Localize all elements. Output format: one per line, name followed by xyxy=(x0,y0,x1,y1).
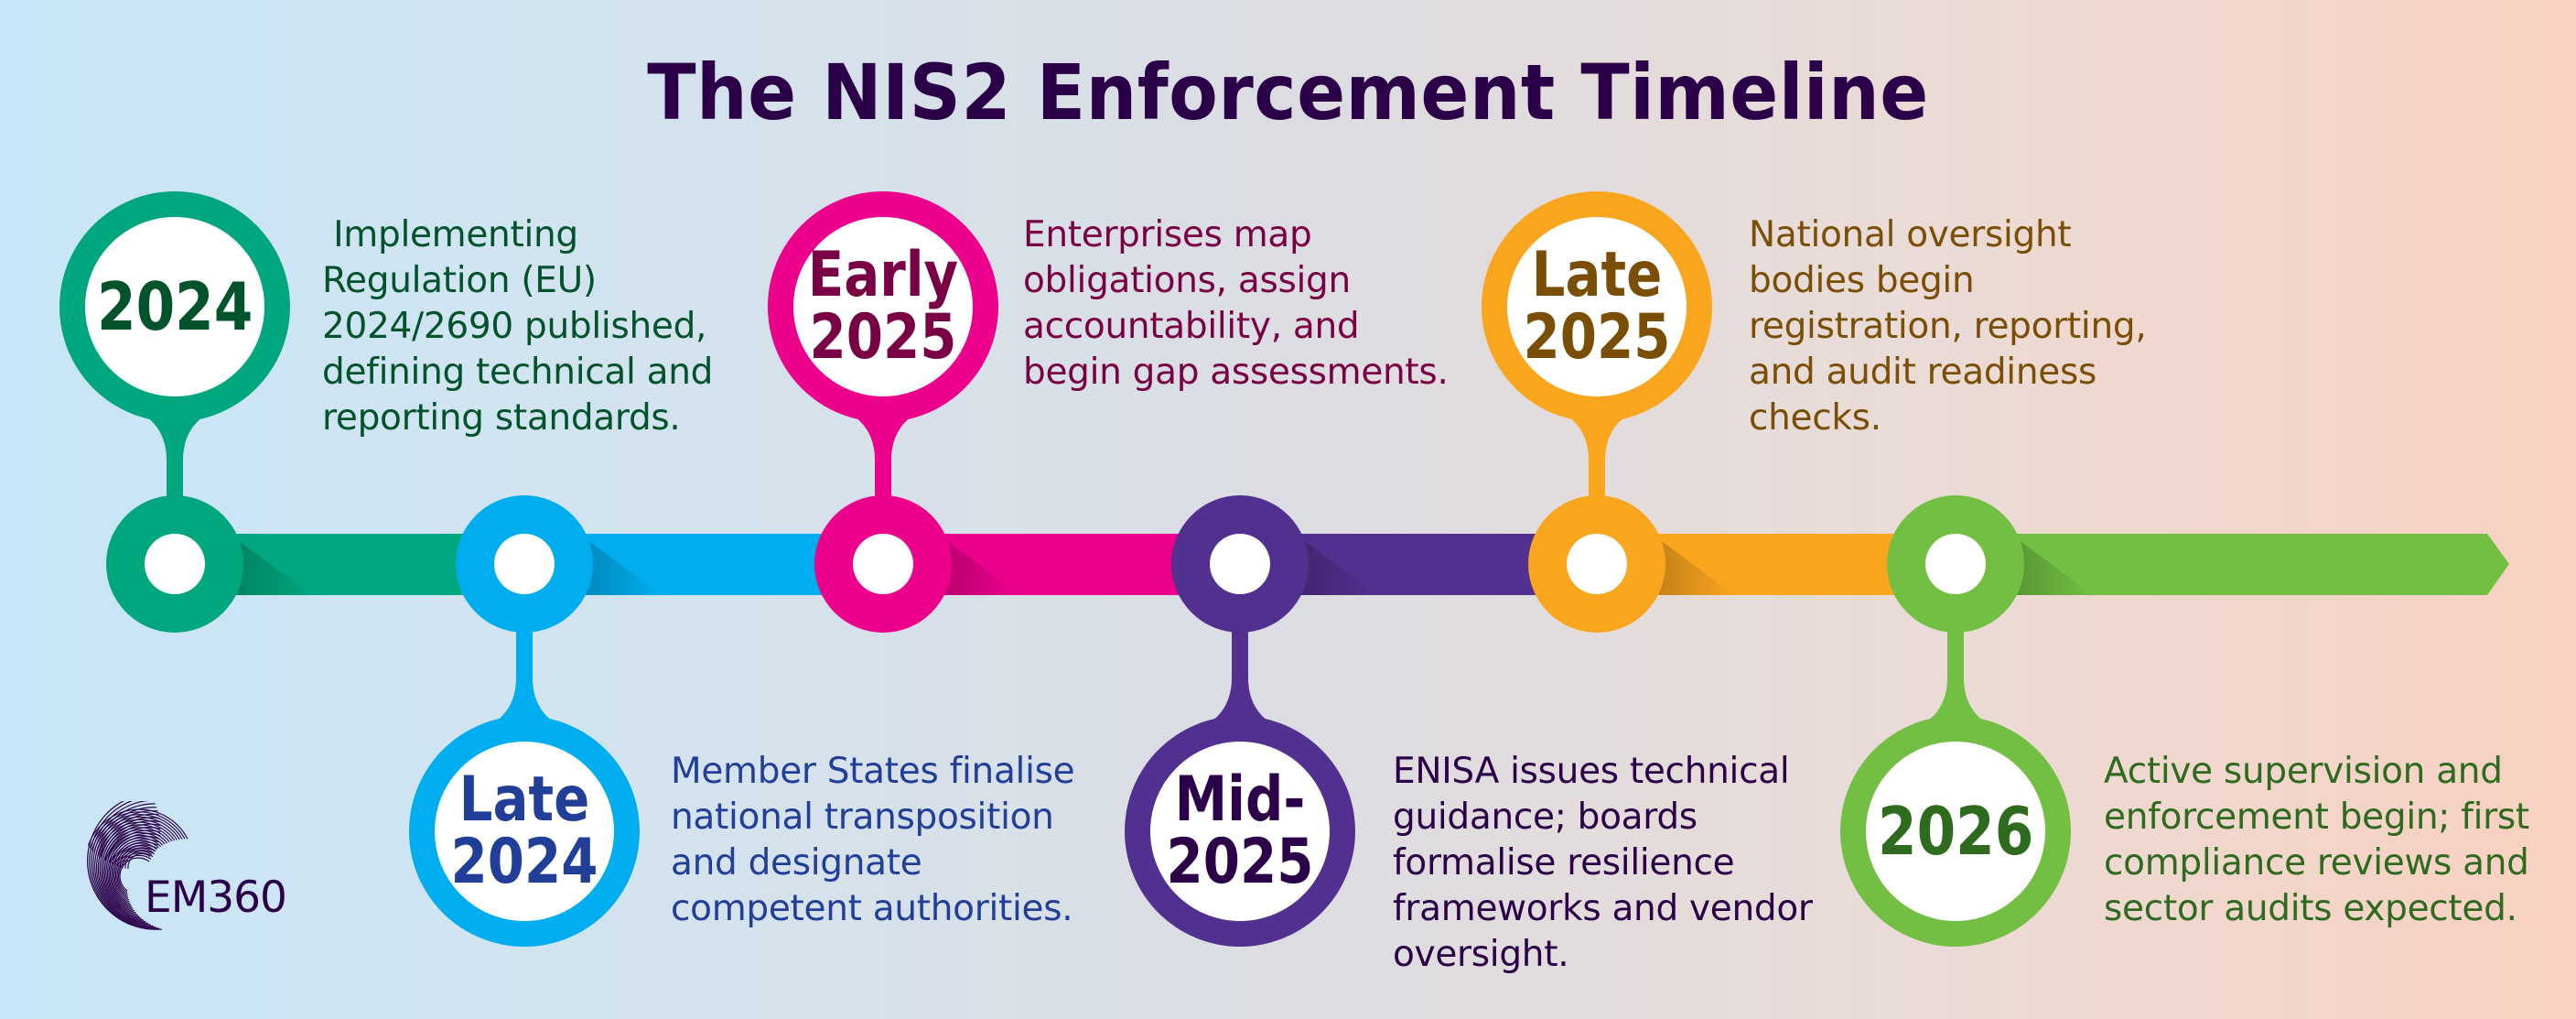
milestone-badge xyxy=(1482,191,1712,422)
milestone-badge xyxy=(409,716,640,947)
milestone-description: ENISA issues technical guidance; boards … xyxy=(1393,751,1813,975)
milestone-description: Enterprises map obligations, assign acco… xyxy=(1023,214,1449,393)
connector-flare xyxy=(111,402,239,459)
connector-flare xyxy=(1892,679,2020,736)
timeline-node xyxy=(106,495,243,633)
milestone-date-line1: Late xyxy=(458,764,590,836)
milestone-badge xyxy=(768,191,998,422)
milestone-date-line2: 2025 xyxy=(1523,301,1671,374)
logo-text: EM360 xyxy=(145,873,287,923)
arrow-head-icon xyxy=(2487,534,2509,595)
em360-swirl-icon xyxy=(87,792,189,930)
milestone-date-label: 2024 xyxy=(97,274,253,340)
page-title: The NIS2 Enforcement Timeline xyxy=(647,48,1929,137)
timeline-node xyxy=(1171,495,1309,633)
milestone-date-label: 2026 xyxy=(1878,798,2033,864)
timeline-node xyxy=(1528,495,1665,633)
milestone-date-line1: 2026 xyxy=(1878,793,2034,870)
timeline-nodes xyxy=(59,191,2071,947)
timeline-node xyxy=(456,495,593,633)
milestone-badge xyxy=(1840,716,2071,947)
timeline-node xyxy=(814,495,952,633)
milestone-badge xyxy=(59,191,290,422)
connector-flare xyxy=(460,679,588,736)
milestone-badge xyxy=(1125,716,1355,947)
milestone-date-label: Mid-2025 xyxy=(1162,769,1318,894)
milestone-description: Member States finalise national transpos… xyxy=(671,751,1075,929)
milestone-date-line2: 2025 xyxy=(809,301,957,374)
milestone-description: Implementing Regulation (EU) 2024/2690 p… xyxy=(322,214,714,439)
milestone-description: Active supervision and enforcement begin… xyxy=(2104,751,2529,929)
timeline-node xyxy=(1887,495,2024,633)
milestone-date-line2: 2024 xyxy=(450,826,598,898)
milestone-description: National oversight bodies begin registra… xyxy=(1749,214,2147,439)
milestone-date-line2: 2025 xyxy=(1166,826,1314,898)
connector-flare xyxy=(1176,679,1304,736)
connector-flare xyxy=(819,402,947,459)
milestone-date-line1: Early xyxy=(807,239,959,311)
milestone-date-line1: 2024 xyxy=(97,268,253,345)
em360-logo xyxy=(62,792,300,948)
milestone-date-line1: Mid- xyxy=(1174,764,1306,836)
milestone-date-line1: Late xyxy=(1531,239,1663,311)
connector-flare xyxy=(1533,402,1661,459)
